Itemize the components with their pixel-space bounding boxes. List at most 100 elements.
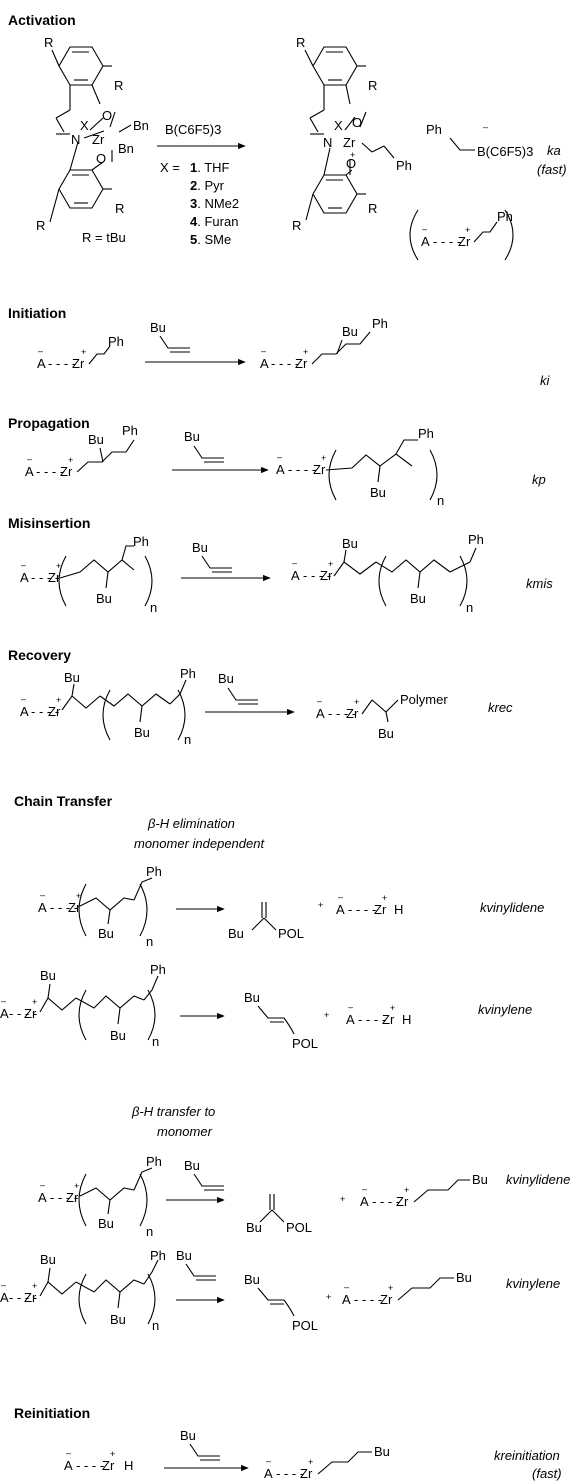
bracket-left [58, 555, 67, 607]
hexene-monomer [227, 687, 259, 705]
subheader-beta-h-transfer: β-H transfer to [131, 1104, 215, 1119]
butyl-label: Bu [134, 725, 150, 740]
benzyl-bond [473, 221, 498, 243]
svg-text:2. Pyr: 2. Pyr [190, 178, 225, 193]
bracket-right [139, 883, 148, 937]
chain-bond [61, 695, 101, 711]
zr-label: Zr [458, 234, 471, 249]
phenyl-label: Ph [497, 209, 513, 224]
hydride-label: H [402, 1012, 411, 1027]
rate-constant-vinylene: kvinylene [478, 1002, 532, 1017]
subheader-beta-h-elimination: β-H elimination [147, 816, 235, 831]
negative-charge: – [261, 346, 266, 356]
chain-bond [311, 331, 371, 365]
ion-pair-dots: - - - - [50, 1190, 78, 1205]
option-number: 1 [190, 160, 197, 175]
positive-charge: + [354, 697, 359, 707]
x-ligand-label: X [334, 118, 343, 133]
borate-anion: B(C6F5)3 [477, 144, 533, 159]
benzyl-bond [143, 1259, 159, 1285]
repeat-n: n [152, 1034, 159, 1049]
butyl-label: Bu [246, 1220, 262, 1235]
butyl-label: Bu [88, 432, 104, 447]
phenyl-label: Ph [122, 423, 138, 438]
repeat-n: n [146, 1224, 153, 1239]
x-equals: X = [160, 160, 180, 175]
r-label: R [368, 78, 377, 93]
positive-charge: + [76, 891, 81, 901]
benzyl-bond [133, 877, 153, 901]
butyl-chain [413, 1179, 470, 1203]
activator-reagent: B(C6F5)3 [165, 122, 221, 137]
butyl-label: Bu [342, 324, 358, 339]
option-number: 2 [190, 178, 197, 193]
ion-pair-dots: - - - - [348, 902, 376, 917]
oxygen-label: O [102, 108, 112, 123]
polymer-label: Polymer [400, 692, 448, 707]
bracket-right [459, 555, 468, 607]
rate-constant-activation: ka [547, 143, 561, 158]
negative-charge: – [362, 1184, 367, 1194]
rate-note-fast: (fast) [532, 1466, 562, 1481]
benzyl-bond [143, 975, 159, 1001]
bracket-left [378, 555, 387, 607]
hydride-label: H [124, 1458, 133, 1473]
rate-constant-misinsertion: kmis [526, 576, 553, 591]
zr-label: Zr [24, 1006, 37, 1021]
r-label: R [114, 78, 123, 93]
svg-text:4. Furan: 4. Furan [190, 214, 238, 229]
ion-pair-dots: - - - - [328, 706, 356, 721]
subheader-monomer-independent: monomer independent [134, 836, 265, 851]
ion-pair-dots: - - - - [358, 1012, 386, 1027]
monomer-bu: Bu [184, 429, 200, 444]
hexene-monomer [159, 335, 191, 353]
ion-pair-dots: - - - - [31, 704, 59, 719]
nitrogen-label: N [323, 135, 332, 150]
anion-label: A [20, 704, 29, 719]
positive-charge: + [390, 1003, 395, 1013]
ion-pair-dots: - - - - [288, 462, 316, 477]
anion-label: A [336, 902, 345, 917]
positive-charge: + [321, 453, 326, 463]
negative-charge: – [344, 1282, 349, 1292]
negative-charge: – [277, 452, 282, 462]
nitrogen-label: N [71, 132, 80, 147]
zr-label: Zr [102, 1458, 115, 1473]
plus-sign: + [340, 1194, 345, 1204]
zr-label: Zr [380, 1292, 393, 1307]
repeat-n: n [466, 600, 473, 615]
repeat-n: n [146, 934, 153, 949]
rate-constant-recovery: krec [488, 700, 513, 715]
option-number: 5 [190, 232, 197, 247]
phenyl-label: Ph [108, 334, 124, 349]
x-ligand-label: X [80, 118, 89, 133]
ion-pair-dots: - - - - [372, 1194, 400, 1209]
positive-charge: + [382, 893, 387, 903]
anion-label: A [37, 356, 46, 371]
butyl-label: Bu [110, 1312, 126, 1327]
monomer-bu: Bu [192, 540, 208, 555]
positive-charge: + [110, 1449, 115, 1459]
header-recovery: Recovery [8, 647, 71, 663]
anion-label: A [346, 1012, 355, 1027]
oxygen-label: O [352, 115, 362, 130]
positive-charge: + [350, 150, 355, 160]
ion-pair-dots: - - - - [271, 356, 299, 371]
butyl-label: Bu [110, 1028, 126, 1043]
negative-charge: – [40, 1180, 45, 1190]
chain-bond [79, 1187, 135, 1201]
option-number: 4 [190, 214, 198, 229]
hexene-monomer [185, 1263, 217, 1281]
zr-label: Zr [68, 900, 81, 915]
butyl-chain [397, 1277, 454, 1301]
benzyl-bond [169, 679, 187, 705]
butyl-chain [317, 1451, 372, 1475]
ion-pair-dots: - - - - [50, 900, 78, 915]
anion-label: A [360, 1194, 369, 1209]
bracket-right [147, 1273, 156, 1325]
hexene-monomer [189, 1443, 221, 1461]
right-ligand-structure [304, 46, 395, 221]
negative-charge: – [21, 694, 26, 704]
pol-label: POL [278, 926, 304, 941]
bracket-right [144, 555, 153, 607]
